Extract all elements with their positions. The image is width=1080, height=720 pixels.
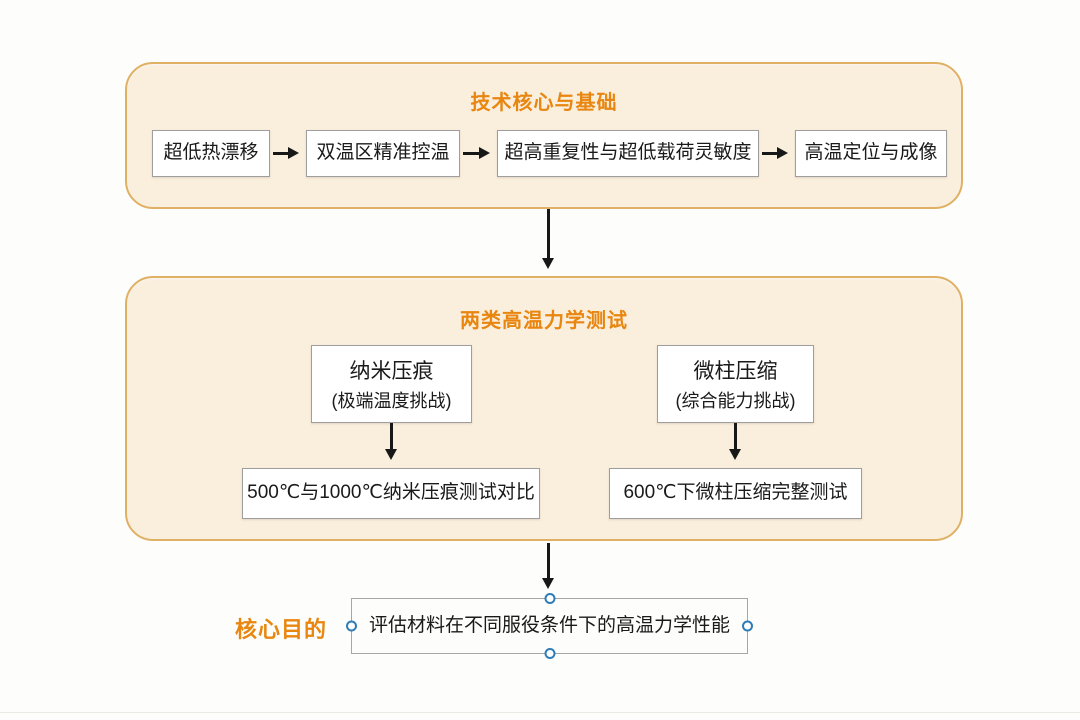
node-nanoindentation-title: 纳米压痕 — [349, 360, 434, 383]
node-nanoindentation[interactable]: 纳米压痕 (极端温度挑战) — [311, 345, 472, 423]
bottom-divider — [0, 712, 1080, 713]
arrow-down-icon — [390, 423, 393, 455]
arrow-right-icon — [273, 152, 294, 155]
node-repeatability-sensitivity[interactable]: 超高重复性与超低载荷灵敏度 — [497, 130, 759, 177]
node-micropillar-title: 微柱压缩 — [693, 360, 778, 383]
arrow-down-icon — [547, 543, 550, 584]
arrow-right-icon — [762, 152, 783, 155]
node-high-temp-imaging[interactable]: 高温定位与成像 — [795, 130, 947, 177]
selection-handle-right[interactable] — [742, 620, 753, 632]
selection-handle-left[interactable] — [346, 620, 357, 632]
arrow-down-icon — [734, 423, 737, 455]
core-purpose-label: 核心目的 — [235, 617, 328, 642]
selection-handle-top[interactable] — [544, 593, 555, 604]
panel-test-types-title: 两类高温力学测试 — [460, 310, 628, 332]
panel-test-types: 两类高温力学测试 纳米压痕 (极端温度挑战) 微柱压缩 (综合能力挑战) 500… — [125, 276, 963, 541]
node-dual-zone-temp-control[interactable]: 双温区精准控温 — [306, 130, 460, 177]
node-micropillar-subtitle: (综合能力挑战) — [675, 391, 796, 411]
arrow-right-icon — [463, 152, 485, 155]
arrow-down-icon — [547, 209, 550, 264]
node-nanoindentation-subtitle: (极端温度挑战) — [331, 391, 452, 411]
selection-handle-bottom[interactable] — [544, 648, 555, 659]
panel-technical-core: 技术核心与基础 超低热漂移 双温区精准控温 超高重复性与超低载荷灵敏度 高温定位… — [125, 62, 963, 209]
node-micropillar-result[interactable]: 600℃下微柱压缩完整测试 — [609, 468, 862, 519]
node-core-purpose[interactable]: 评估材料在不同服役条件下的高温力学性能 — [346, 593, 753, 659]
node-nanoindentation-result[interactable]: 500℃与1000℃纳米压痕测试对比 — [242, 468, 540, 519]
node-micropillar-compression[interactable]: 微柱压缩 (综合能力挑战) — [657, 345, 814, 423]
panel-technical-core-title: 技术核心与基础 — [470, 92, 618, 114]
node-thermal-drift[interactable]: 超低热漂移 — [152, 130, 270, 177]
